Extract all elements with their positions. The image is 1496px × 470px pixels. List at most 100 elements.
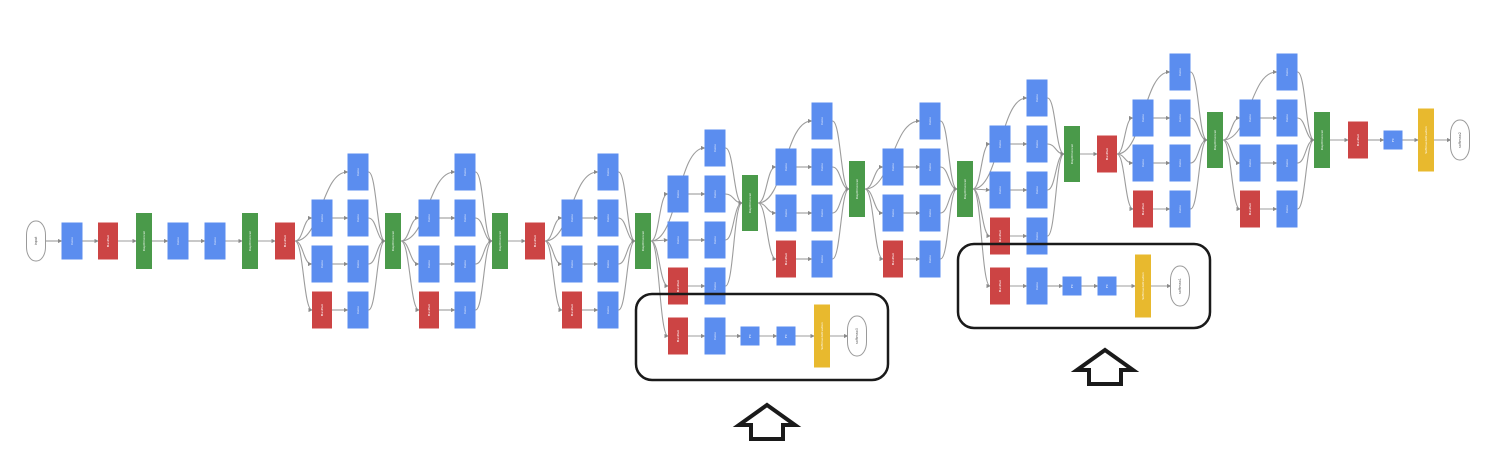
conv-node: Conv bbox=[454, 153, 476, 191]
maxpool-node: MaxPool bbox=[562, 291, 582, 329]
conv-node: Conv bbox=[1239, 99, 1261, 137]
conv-node: Conv bbox=[811, 102, 833, 140]
maxpool-node: MaxPool bbox=[1348, 121, 1368, 159]
node-label: Conv bbox=[356, 168, 360, 176]
conv-node: Conv bbox=[882, 194, 904, 232]
conv-node: Conv bbox=[597, 199, 619, 237]
node-label: Conv bbox=[570, 260, 574, 268]
node-label: Conv bbox=[713, 332, 717, 340]
node-label: Conv bbox=[928, 255, 932, 263]
conv-node: Conv bbox=[1169, 190, 1191, 228]
node-label: Conv bbox=[820, 209, 824, 217]
concat-node: DepthConcat bbox=[242, 213, 258, 269]
node-label: DepthConcat bbox=[641, 230, 645, 250]
conv-node: Conv bbox=[597, 153, 619, 191]
node-label: FC bbox=[1391, 138, 1395, 142]
node-label: Conv bbox=[606, 306, 610, 314]
node-label: Conv bbox=[463, 214, 467, 222]
conv-node: Conv bbox=[597, 245, 619, 283]
maxpool-node: MaxPool bbox=[990, 267, 1010, 305]
conv-node: Conv bbox=[347, 199, 369, 237]
conv-node: Conv bbox=[811, 148, 833, 186]
conv-node: Conv bbox=[1276, 190, 1298, 228]
conv-node: Conv bbox=[1276, 144, 1298, 182]
up-arrow-icon bbox=[732, 402, 802, 441]
conv-node: Conv bbox=[1276, 53, 1298, 91]
edge bbox=[864, 164, 884, 190]
maxpool-node: MaxPool bbox=[990, 217, 1010, 255]
node-label: DepthConcat bbox=[855, 178, 859, 198]
conv-node: Conv bbox=[1026, 171, 1048, 209]
node-label: Conv bbox=[320, 260, 324, 268]
conv-node: Conv bbox=[775, 194, 797, 232]
node-label: DepthConcat bbox=[1213, 129, 1217, 149]
node-label: SoftmaxActivation bbox=[1141, 272, 1145, 300]
concat-node: DepthConcat bbox=[492, 213, 508, 269]
conv-node: Conv bbox=[311, 245, 333, 283]
maxpool-node: MaxPool bbox=[525, 222, 545, 260]
node-label: Conv bbox=[176, 237, 180, 245]
conv-node: Conv bbox=[418, 245, 440, 283]
edge bbox=[972, 188, 991, 289]
conv-node: Conv bbox=[1169, 144, 1191, 182]
edge bbox=[1189, 137, 1208, 210]
edge bbox=[1116, 153, 1134, 212]
node-label: Conv bbox=[356, 306, 360, 314]
conv-node: Conv bbox=[989, 171, 1011, 209]
node-label: Conv bbox=[356, 214, 360, 222]
node-label: Conv bbox=[1178, 205, 1182, 213]
node-label: Conv bbox=[713, 282, 717, 290]
edge bbox=[725, 200, 743, 241]
conv-node: Conv bbox=[919, 240, 941, 278]
node-label: Conv bbox=[1035, 282, 1039, 290]
node-label: MaxPool bbox=[998, 230, 1002, 243]
terminal-node: softmax1 bbox=[1170, 265, 1190, 307]
node-label: MaxPool bbox=[570, 304, 574, 317]
terminal-node: softmax0 bbox=[847, 315, 867, 357]
auxiliary-classifier-1 bbox=[634, 292, 890, 441]
edge bbox=[972, 141, 991, 190]
node-label: MaxPool bbox=[106, 235, 110, 248]
fc-node: FC bbox=[776, 326, 796, 346]
node-label: Conv bbox=[1285, 159, 1289, 167]
node-label: Conv bbox=[928, 209, 932, 217]
concat-node: DepthConcat bbox=[957, 161, 973, 217]
concat-node: DepthConcat bbox=[1207, 112, 1223, 168]
edge bbox=[724, 200, 743, 287]
node-label: MaxPool bbox=[320, 304, 324, 317]
concat-node: DepthConcat bbox=[635, 213, 651, 269]
conv-node: Conv bbox=[561, 199, 583, 237]
node-label: Conv bbox=[998, 140, 1002, 148]
node-label: Conv bbox=[1178, 114, 1182, 122]
maxpool-node: MaxPool bbox=[668, 317, 688, 355]
edge bbox=[650, 238, 669, 243]
conv-node: Conv bbox=[167, 222, 189, 260]
conv-node: Conv bbox=[704, 175, 726, 213]
conv-node: Conv bbox=[704, 129, 726, 167]
node-label: FC bbox=[1070, 284, 1074, 288]
node-label: Conv bbox=[70, 237, 74, 245]
concat-node: DepthConcat bbox=[849, 161, 865, 217]
node-label: Conv bbox=[1035, 94, 1039, 102]
conv-node: Conv bbox=[1026, 125, 1048, 163]
node-label: DepthConcat bbox=[142, 230, 146, 250]
concat-node: DepthConcat bbox=[1314, 112, 1330, 168]
edge bbox=[400, 215, 420, 242]
node-label: Conv bbox=[1248, 159, 1252, 167]
conv-node: Conv bbox=[811, 194, 833, 232]
maxpool-node: MaxPool bbox=[312, 291, 332, 329]
conv-node: Conv bbox=[1276, 99, 1298, 137]
callout-box bbox=[956, 242, 1212, 330]
edge bbox=[650, 240, 669, 339]
node-label: MaxPool bbox=[1356, 134, 1360, 147]
node-label: MaxPool bbox=[1105, 148, 1109, 161]
conv-node: Conv bbox=[811, 240, 833, 278]
node-label: Conv bbox=[570, 214, 574, 222]
fc-node: FC bbox=[1383, 130, 1403, 150]
conv-node: Conv bbox=[882, 148, 904, 186]
node-label: Conv bbox=[213, 237, 217, 245]
terminal-node: input bbox=[26, 220, 46, 262]
node-label: Conv bbox=[1178, 159, 1182, 167]
node-label: SoftmaxActivation bbox=[1424, 126, 1428, 154]
node-label: softmax2 bbox=[1458, 132, 1462, 148]
